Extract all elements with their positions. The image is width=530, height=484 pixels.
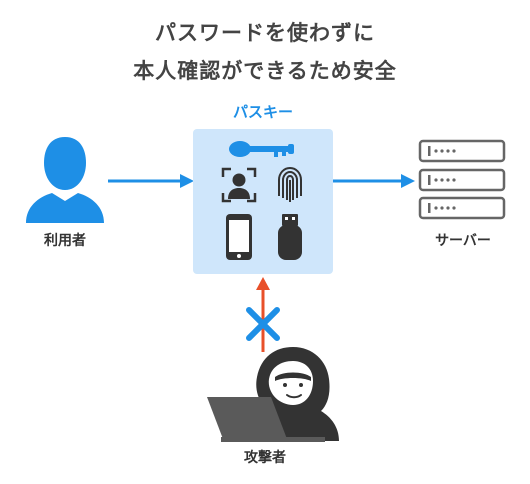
title-line-1: パスワードを使わずに: [155, 21, 375, 45]
face-recognition-icon: [221, 167, 257, 203]
user-label: 利用者: [44, 233, 86, 249]
passkey-label: パスキー: [232, 103, 293, 121]
title-line-2: 本人確認ができるため安全: [133, 59, 397, 83]
cross-icon: [246, 307, 280, 341]
attacker-label: 攻撃者: [244, 450, 286, 466]
arrow-passkey-to-server: [333, 174, 415, 188]
fingerprint-icon: [278, 166, 302, 202]
passkey-box: [193, 129, 333, 274]
server-label: サーバー: [435, 233, 491, 249]
smartphone-icon: [226, 214, 252, 260]
usb-security-key-icon: [278, 214, 302, 260]
user-icon: [26, 137, 104, 223]
key-icon: [229, 141, 294, 157]
arrow-user-to-passkey: [108, 174, 194, 188]
server-icon: [418, 139, 506, 220]
attacker-icon: [207, 347, 339, 442]
